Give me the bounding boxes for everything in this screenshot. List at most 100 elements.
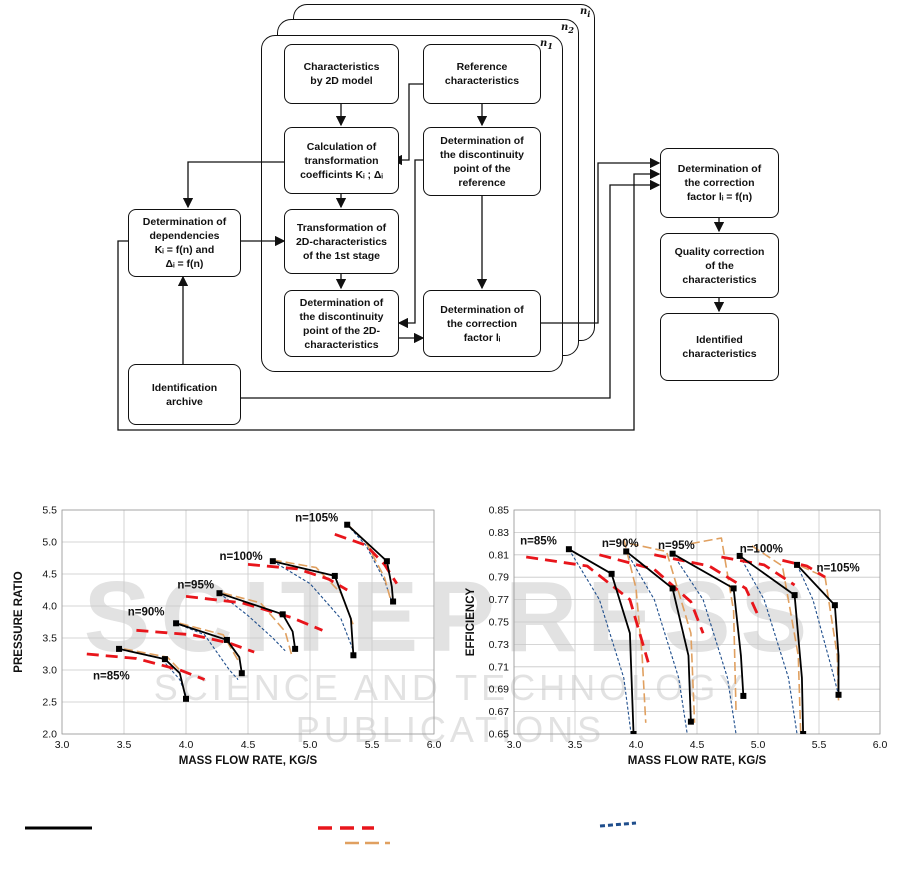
eff-series-red-7 xyxy=(654,553,760,616)
y-tick-label: 0.75 xyxy=(489,617,510,629)
eff-series-tan-14 xyxy=(800,565,840,701)
eff-series-black-3 xyxy=(739,555,805,734)
pr-series-red-6 xyxy=(136,628,255,654)
stack-label-n1: n1 xyxy=(540,38,554,51)
data-point-marker xyxy=(116,645,123,652)
speed-annotation: n=90% xyxy=(128,607,165,619)
eff-series-black-0 xyxy=(568,548,635,734)
data-point-marker xyxy=(161,656,168,663)
x-tick-label: 3.5 xyxy=(568,739,583,751)
pr-series-black-0 xyxy=(118,648,187,700)
data-point-marker xyxy=(794,561,801,568)
y-tick-label: 0.77 xyxy=(489,594,510,606)
eff-series-tan-11 xyxy=(629,542,696,723)
box-calculation-coefficients: Calculation of transformation coefficint… xyxy=(284,127,399,194)
data-point-marker xyxy=(173,620,180,627)
pr-series-blue-17 xyxy=(219,592,286,652)
y-tick-label: 3.0 xyxy=(42,665,57,677)
box-discontinuity-reference: Determination of the discontinuity point… xyxy=(423,127,541,196)
speed-annotation: n=95% xyxy=(177,580,214,592)
eff-series-blue-19 xyxy=(796,564,840,695)
eff-series-tan-12 xyxy=(690,537,737,712)
y-tick-label: 4.0 xyxy=(42,601,57,613)
pr-series-red-7 xyxy=(185,595,323,632)
eff-series-black-1 xyxy=(625,550,692,722)
eff-series-blue-16 xyxy=(625,551,688,734)
data-point-marker xyxy=(383,558,390,565)
pr-series-black-1 xyxy=(175,622,243,674)
box-characteristics-2d: Characteristics by 2D model xyxy=(284,44,399,104)
y-tick-label: 2.0 xyxy=(42,729,57,741)
data-point-marker xyxy=(292,645,299,652)
eff-series-red-9 xyxy=(782,559,826,579)
pr-series-black-3 xyxy=(272,560,355,656)
data-point-marker xyxy=(390,598,397,605)
x-tick-label: 4.0 xyxy=(179,739,194,751)
x-tick-label: 3.0 xyxy=(507,739,522,751)
data-point-marker xyxy=(565,546,572,553)
speed-annotation: n=100% xyxy=(740,544,783,556)
y-tick-label: 0.85 xyxy=(489,505,510,517)
plot-area xyxy=(513,509,881,735)
data-point-marker xyxy=(331,572,338,579)
speed-annotation: n=90% xyxy=(602,538,639,550)
data-point-marker xyxy=(687,718,694,725)
data-point-marker xyxy=(279,611,286,618)
pr-series-tan-14 xyxy=(346,523,392,600)
y-tick-label: 5.5 xyxy=(42,505,57,517)
x-tick-label: 6.0 xyxy=(873,739,888,751)
data-point-marker xyxy=(736,552,743,559)
stack-label-n2: n2 xyxy=(561,22,575,35)
data-point-marker xyxy=(350,652,357,659)
speed-annotation: n=100% xyxy=(219,551,262,563)
speed-annotation: n=85% xyxy=(520,536,557,548)
box-correction-factor-fn: Determination of the correction factor l… xyxy=(660,148,779,218)
x-tick-label: 5.0 xyxy=(751,739,766,751)
y-axis-label: EFFICIENCY xyxy=(465,587,477,656)
speed-annotation: n=105% xyxy=(295,513,338,525)
x-tick-label: 4.0 xyxy=(629,739,644,751)
plot-area xyxy=(61,509,435,735)
box-discontinuity-2d: Determination of the discontinuity point… xyxy=(284,290,399,357)
y-tick-label: 0.65 xyxy=(489,729,510,741)
y-tick-label: 0.73 xyxy=(489,639,510,651)
flowchart-connectors xyxy=(117,83,725,431)
y-tick-label: 0.71 xyxy=(489,661,510,673)
eff-series-blue-17 xyxy=(672,553,737,734)
y-tick-label: 0.69 xyxy=(489,684,510,696)
x-tick-label: 5.5 xyxy=(365,739,380,751)
y-tick-label: 0.83 xyxy=(489,527,510,539)
box-reference-characteristics: Reference characteristics xyxy=(423,44,541,104)
data-point-marker xyxy=(669,550,676,557)
x-tick-label: 3.5 xyxy=(117,739,132,751)
data-point-marker xyxy=(630,731,637,734)
x-tick-label: 6.0 xyxy=(427,739,442,751)
y-tick-label: 4.5 xyxy=(42,569,57,581)
data-point-marker xyxy=(740,692,747,699)
y-tick-label: 3.5 xyxy=(42,633,57,645)
stack-label-ni: ni xyxy=(580,6,591,19)
y-tick-label: 5.0 xyxy=(42,537,57,549)
x-axis-label: MASS FLOW RATE, KG/S xyxy=(628,755,767,767)
data-point-marker xyxy=(669,585,676,592)
pr-series-black-2 xyxy=(219,592,297,650)
box-determination-dependencies: Determination of dependencies Kᵢ = f(n) … xyxy=(128,209,241,277)
x-tick-label: 4.5 xyxy=(690,739,705,751)
pr-series-black-4 xyxy=(346,524,394,602)
data-point-marker xyxy=(800,731,807,734)
data-point-marker xyxy=(216,590,223,597)
eff-series-tan-13 xyxy=(751,545,802,734)
pr-series-red-5 xyxy=(86,652,206,681)
box-identification-archive: Identification archive xyxy=(128,364,241,425)
box-correction-factor: Determination of the correction factor l… xyxy=(423,290,541,357)
pr-series-red-9 xyxy=(334,532,398,585)
data-point-marker xyxy=(623,548,630,555)
pr-series-red-8 xyxy=(247,563,348,592)
chart-efficiency: 0.650.670.690.710.730.750.770.790.810.83… xyxy=(465,505,888,768)
eff-series-red-5 xyxy=(525,555,650,663)
legend-transformed-swatch xyxy=(599,821,637,828)
eff-series-black-2 xyxy=(672,552,745,696)
data-point-marker xyxy=(344,521,351,528)
eff-series-tan-10 xyxy=(623,538,647,723)
